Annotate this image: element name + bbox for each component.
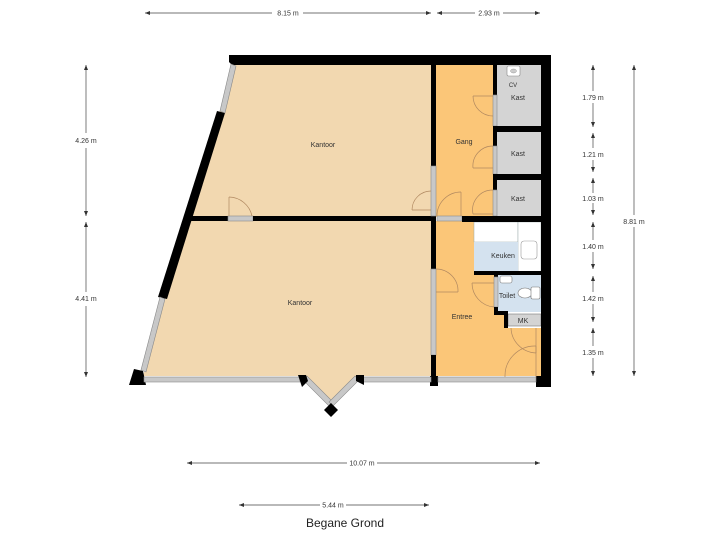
door-swing-kast-1[interactable]: [472, 95, 494, 117]
fixtures: [499, 65, 541, 300]
sink-icon: [520, 240, 538, 260]
dim-right-2: 1.21 m: [582, 152, 604, 159]
room-kantoor-top-floor: [190, 65, 431, 216]
label-gang: Gang: [455, 139, 472, 146]
wall-corner-bottom-left: [129, 369, 146, 385]
walls: [129, 55, 551, 417]
wall-gang-bottom: [462, 216, 541, 222]
door-swing-front[interactable]: [504, 345, 537, 378]
window-left-top: [219, 63, 237, 114]
label-entree: Entree: [452, 314, 473, 321]
label-kantoor-bottom: Kantoor: [288, 300, 313, 307]
door-swing-toilet[interactable]: [471, 282, 495, 308]
cv-boiler-detail: [510, 68, 517, 74]
dim-right-6: 1.35 m: [582, 350, 604, 357]
label-kast-1: Kast: [511, 95, 525, 102]
window-bottom-left: [143, 376, 301, 383]
dim-right-5: 1.42 m: [582, 296, 604, 303]
window-interior-entree: [430, 268, 437, 356]
wall-vertical-1a: [431, 65, 436, 166]
door-threshold-gang: [430, 165, 437, 217]
dim-top-left: 8.15 m: [277, 11, 299, 18]
wall-right: [541, 55, 551, 387]
wall-toilet-left-top: [494, 271, 498, 277]
toilet-washbasin-icon: [499, 275, 513, 284]
door-swing-kast-3[interactable]: [472, 189, 494, 215]
dimension-lines: 8.15 m 2.93 m 4.26 m 4.41 m 1.79 m 1.21 …: [75, 11, 645, 510]
door-swing-mk[interactable]: [510, 327, 537, 354]
label-kast-2: Kast: [511, 151, 525, 158]
wall-toilet-left-bottom: [494, 307, 498, 313]
wall-toilet-bottom: [494, 311, 508, 315]
label-mk: MK: [518, 318, 529, 325]
floors: [143, 65, 542, 406]
dim-right-1: 1.79 m: [582, 95, 604, 102]
wall-kast-sep-1: [493, 126, 541, 132]
wall-gang-kast-a: [493, 65, 497, 95]
wall-mk-left: [504, 311, 508, 328]
room-kantoor-bottom-floor: [143, 221, 431, 406]
door-threshold-kantoor: [227, 215, 254, 222]
label-cv: CV: [509, 83, 517, 89]
dim-bottom-total: 10.07 m: [349, 461, 374, 468]
door-kast-2: [492, 145, 498, 175]
door-kast-3: [492, 189, 498, 217]
label-kast-3: Kast: [511, 196, 525, 203]
room-labels: Kantoor Kantoor Gang CV Kast Kast Kast K…: [288, 83, 529, 325]
wall-bay-tip: [324, 403, 338, 417]
door-swing-kantoor-gang[interactable]: [411, 190, 432, 211]
wall-post-bottom: [430, 376, 438, 386]
wall-gang-kast-b: [493, 126, 497, 146]
door-swing-gang-entree[interactable]: [436, 191, 462, 217]
window-bottom-entree: [437, 376, 537, 383]
keuken-counter-top: [473, 221, 519, 243]
label-kantoor-top: Kantoor: [311, 142, 336, 149]
dim-top-right: 2.93 m: [478, 11, 500, 18]
wall-vertical-1b: [431, 221, 436, 269]
wall-keuken-bottom: [474, 271, 541, 275]
door-swing-kantoor[interactable]: [228, 196, 253, 217]
wall-top: [229, 55, 551, 65]
door-threshold-gang-entree: [436, 215, 463, 222]
wall-left-slanted: [158, 111, 225, 299]
wall-gang-kast-c: [493, 174, 497, 190]
dim-bottom-bay: 5.44 m: [322, 503, 344, 510]
toilet-tank-icon: [530, 286, 541, 300]
dim-left-lower: 4.41 m: [75, 296, 97, 303]
wall-vertical-1c: [431, 355, 436, 378]
wall-bay-post-left: [298, 375, 308, 387]
wall-middle-left: [188, 216, 228, 221]
dim-right-4: 1.40 m: [582, 244, 604, 251]
wall-kast-sep-2: [493, 174, 541, 180]
label-keuken: Keuken: [491, 253, 515, 260]
doors: [228, 95, 537, 378]
room-kast-2-floor: [497, 132, 541, 174]
window-bottom-middle: [361, 376, 432, 383]
window-left-bottom: [140, 296, 166, 373]
wall-right-bottom-corner: [536, 376, 551, 387]
wall-middle-right: [253, 216, 436, 221]
door-swing-kast-2[interactable]: [472, 145, 494, 169]
dim-right-total: 8.81 m: [623, 219, 645, 226]
toilet-bowl-icon: [517, 287, 533, 299]
label-toilet: Toilet: [499, 293, 515, 300]
keuken-area: [474, 242, 518, 272]
dim-left-upper: 4.26 m: [75, 138, 97, 145]
room-entree-floor: [436, 221, 541, 376]
door-toilet: [493, 276, 499, 308]
floor-title: Begane Grond: [306, 516, 384, 530]
room-kast-3-floor: [497, 180, 541, 217]
door-swing-entree-side[interactable]: [435, 268, 459, 293]
door-kast-1: [492, 94, 498, 127]
dim-right-3: 1.03 m: [582, 196, 604, 203]
wall-bay-post-right: [356, 375, 364, 385]
